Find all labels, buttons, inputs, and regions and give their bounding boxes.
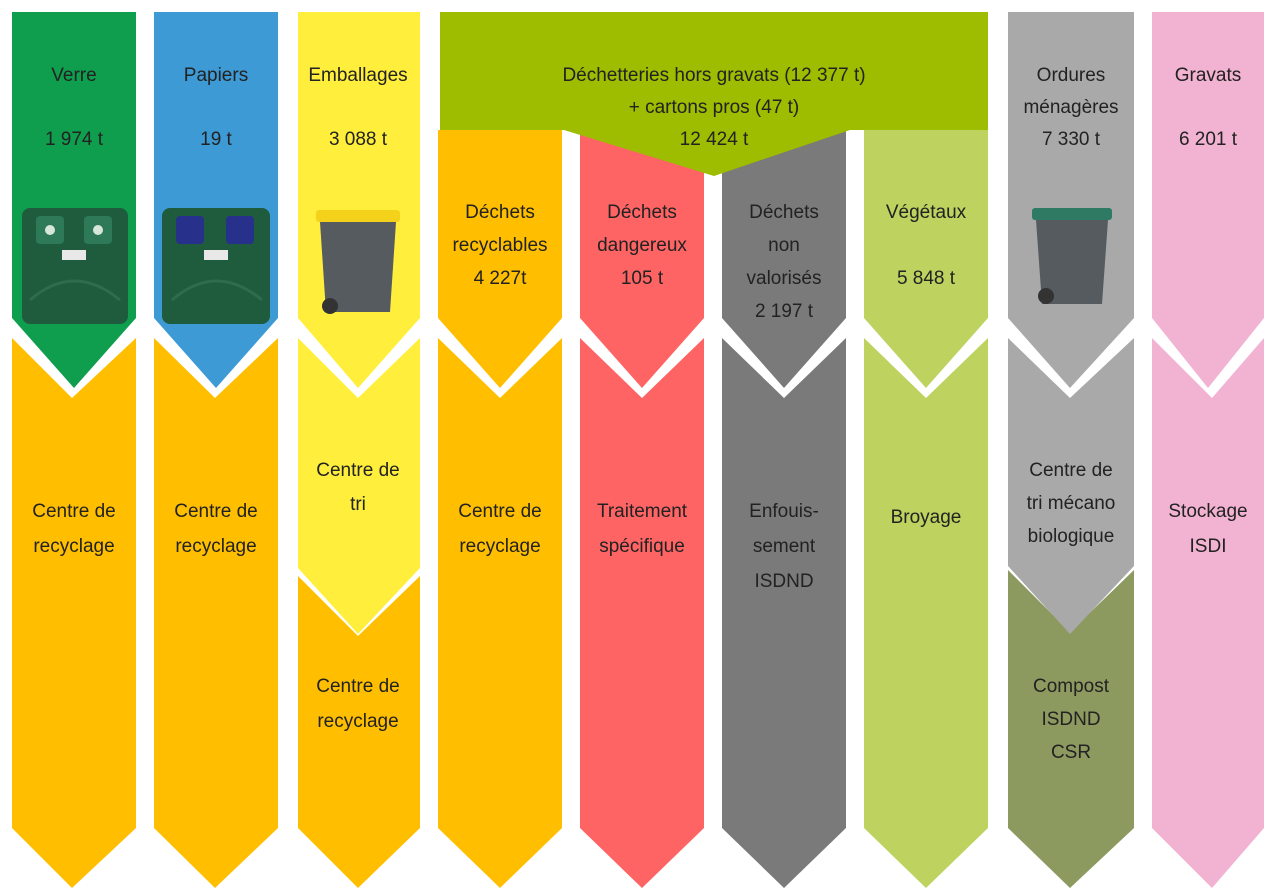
ordures-tri-line-3: biologique bbox=[1028, 526, 1115, 547]
papiers-destination-line-2: recyclage bbox=[175, 536, 256, 557]
vegetaux-tonnage: 5 848 t bbox=[897, 268, 956, 289]
emballages-tri-line-2: tri bbox=[350, 494, 366, 515]
non-valorises-tonnage: 2 197 t bbox=[755, 301, 814, 322]
gravats-tonnage: 6 201 t bbox=[1179, 129, 1238, 150]
papiers-tonnage: 19 t bbox=[200, 129, 232, 150]
grey-lid-bin-icon bbox=[1032, 208, 1112, 304]
dechetteries-tonnage: 12 424 t bbox=[680, 129, 749, 150]
non-valorises-source-arrow bbox=[722, 130, 846, 388]
gravats-name: Gravats bbox=[1175, 65, 1242, 86]
ordures-compost-arrow bbox=[1008, 570, 1134, 888]
yellow-lid-bin-icon bbox=[316, 210, 400, 314]
dangereux-destination-line-1: Traitement bbox=[597, 501, 688, 522]
recyclables-tonnage: 4 227t bbox=[474, 268, 528, 289]
ordures-compost-line-2: ISDND bbox=[1041, 709, 1100, 730]
ordures-compost-line-3: CSR bbox=[1051, 742, 1091, 763]
gravats-destination-arrow bbox=[1152, 338, 1264, 888]
emballages-tri-arrow bbox=[298, 338, 420, 634]
non-valorises-destination-arrow bbox=[722, 338, 846, 888]
vegetaux-destination-line-1: Broyage bbox=[891, 507, 962, 528]
papiers-destination-line-1: Centre de bbox=[174, 501, 257, 522]
emballages-name: Emballages bbox=[308, 65, 407, 86]
glass-container-icon bbox=[22, 208, 128, 324]
emballages-recyclage-arrow bbox=[298, 576, 420, 888]
verre-name: Verre bbox=[51, 65, 96, 86]
non-valorises-line-3: valorisés bbox=[747, 268, 822, 289]
non-valorises-line-1: Déchets bbox=[749, 202, 819, 223]
papiers-name: Papiers bbox=[184, 65, 248, 86]
papiers-destination-arrow bbox=[154, 338, 278, 888]
recyclables-destination-line-1: Centre de bbox=[458, 501, 541, 522]
dangereux-line-2: dangereux bbox=[597, 235, 687, 256]
non-valorises-destination-line-3: ISDND bbox=[754, 571, 813, 592]
vegetaux-name: Végétaux bbox=[886, 202, 967, 223]
emballages-recyclage-line-1: Centre de bbox=[316, 676, 399, 697]
non-valorises-destination-line-2: sement bbox=[753, 536, 816, 557]
ordures-line-1: Ordures bbox=[1037, 65, 1106, 86]
ordures-tri-arrow bbox=[1008, 338, 1134, 634]
dangereux-line-1: Déchets bbox=[607, 202, 677, 223]
verre-tonnage: 1 974 t bbox=[45, 129, 104, 150]
verre-destination-line-2: recyclage bbox=[33, 536, 114, 557]
vegetaux-source-arrow bbox=[864, 130, 988, 388]
recyclables-line-1: Déchets bbox=[465, 202, 535, 223]
dangereux-source-arrow bbox=[580, 130, 704, 388]
gravats-destination-line-2: ISDI bbox=[1190, 536, 1227, 557]
verre-destination-arrow bbox=[12, 338, 136, 888]
dechetteries-line-2: + cartons pros (47 t) bbox=[629, 97, 800, 118]
recyclables-destination-arrow bbox=[438, 338, 562, 888]
dangereux-destination-line-2: spécifique bbox=[599, 536, 685, 557]
emballages-recyclage-line-2: recyclage bbox=[317, 711, 398, 732]
emballages-tonnage: 3 088 t bbox=[329, 129, 388, 150]
ordures-compost-line-1: Compost bbox=[1033, 676, 1110, 697]
dechetteries-header-arrow bbox=[440, 12, 988, 176]
gravats-destination-line-1: Stockage bbox=[1168, 501, 1247, 522]
ordures-line-2: ménagères bbox=[1023, 97, 1118, 118]
dangereux-tonnage: 105 t bbox=[621, 268, 664, 289]
recyclables-line-2: recyclables bbox=[452, 235, 547, 256]
dechetteries-line-1: Déchetteries hors gravats (12 377 t) bbox=[562, 65, 865, 86]
paper-container-icon bbox=[162, 208, 270, 324]
non-valorises-line-2: non bbox=[768, 235, 800, 256]
recyclables-destination-line-2: recyclage bbox=[459, 536, 540, 557]
ordures-tri-line-2: tri mécano bbox=[1027, 493, 1116, 514]
ordures-tri-line-1: Centre de bbox=[1029, 460, 1112, 481]
gravats-source-arrow bbox=[1152, 12, 1264, 388]
recyclables-source-arrow bbox=[438, 130, 562, 388]
verre-destination-line-1: Centre de bbox=[32, 501, 115, 522]
non-valorises-destination-line-1: Enfouis- bbox=[749, 501, 819, 522]
dangereux-destination-arrow bbox=[580, 338, 704, 888]
vegetaux-destination-arrow bbox=[864, 338, 988, 888]
emballages-tri-line-1: Centre de bbox=[316, 460, 399, 481]
ordures-tonnage: 7 330 t bbox=[1042, 129, 1101, 150]
